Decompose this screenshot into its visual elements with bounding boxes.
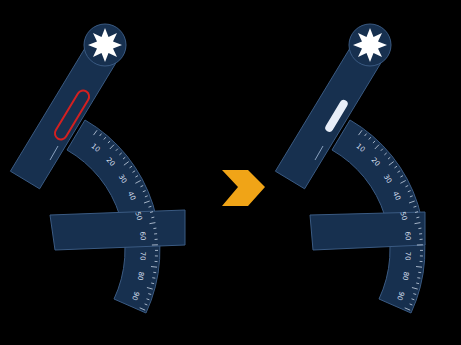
scale-tick <box>395 166 398 168</box>
scale-tick <box>373 141 375 143</box>
scale-tick <box>405 308 411 310</box>
scale-tick <box>365 134 367 136</box>
scale-tick <box>420 255 423 256</box>
scale-tick <box>140 308 146 310</box>
scale-tick <box>417 277 420 279</box>
scale-tick <box>151 217 154 219</box>
scale-tick <box>410 304 413 305</box>
scale-tick <box>100 134 102 136</box>
scale-tick <box>148 293 151 295</box>
scale-tick <box>400 181 405 184</box>
scale-number: 60 <box>138 231 147 241</box>
scale-tick <box>155 261 158 262</box>
scale-tick <box>144 201 150 203</box>
scale-tick <box>420 239 423 240</box>
scale-tick <box>381 149 383 151</box>
scale-number: 60 <box>403 231 412 241</box>
scale-tick <box>408 191 411 192</box>
scale-tick <box>415 211 418 213</box>
scale-tick <box>414 206 417 208</box>
scale-tick <box>155 255 158 256</box>
left-quadrant <box>10 24 185 313</box>
scale-tick <box>412 288 418 290</box>
arrow <box>222 170 265 206</box>
scale-tick <box>412 299 415 300</box>
scale-tick <box>418 272 421 273</box>
scale-tick <box>130 166 133 168</box>
scale-tick <box>151 266 157 268</box>
scale-tick <box>152 244 158 245</box>
scale-tick <box>155 250 158 251</box>
scale-tick <box>400 176 403 178</box>
scale-tick <box>143 191 146 192</box>
scale-tick <box>153 272 156 273</box>
scale-tick <box>108 141 110 143</box>
scale-number: 80 <box>136 271 146 281</box>
scale-tick <box>359 130 363 135</box>
scale-number: 70 <box>404 251 412 260</box>
scale-tick <box>147 299 150 300</box>
scale-tick <box>416 283 419 285</box>
scale-tick <box>418 228 421 230</box>
scale-tick <box>149 206 152 208</box>
scale-tick <box>388 157 390 159</box>
scale-tick <box>124 162 129 166</box>
scale-tick <box>369 137 371 139</box>
scale-tick <box>413 293 416 295</box>
scale-tick <box>141 186 144 187</box>
scale-tick <box>420 261 423 262</box>
scale-tick <box>415 223 421 224</box>
scale-tick <box>420 250 423 251</box>
scale-tick <box>94 130 98 135</box>
scale-tick <box>416 217 419 219</box>
scale-tick <box>150 211 153 213</box>
scale-tick <box>145 304 148 305</box>
scale-tick <box>419 233 422 234</box>
scale-tick <box>119 153 121 155</box>
scale-tick <box>398 171 401 173</box>
scale-tick <box>116 149 118 151</box>
scale-tick <box>153 228 156 230</box>
scale-number: 80 <box>401 271 411 281</box>
scale-tick <box>375 145 379 149</box>
scale-tick <box>406 186 409 187</box>
scale-number: 70 <box>139 251 147 260</box>
scale-tick <box>135 181 140 184</box>
scale-tick <box>104 137 106 139</box>
scale-tick <box>384 153 386 155</box>
scale-tick <box>147 288 153 290</box>
scale-tick <box>416 266 422 268</box>
scale-tick <box>417 244 423 245</box>
right-quadrant <box>275 24 425 313</box>
scale-tick <box>409 201 415 203</box>
scale-tick <box>389 162 394 166</box>
scale-tick <box>152 277 155 279</box>
scale-tick <box>150 223 156 224</box>
scale-tick <box>154 233 157 234</box>
scale-tick <box>133 171 136 173</box>
scale-tick <box>155 239 158 240</box>
scale-tick <box>145 196 148 197</box>
scale-tick <box>151 283 154 285</box>
scale-tick <box>123 157 125 159</box>
scale-tick <box>135 176 138 178</box>
scale-tick <box>110 145 114 149</box>
scale-tick <box>410 196 413 197</box>
